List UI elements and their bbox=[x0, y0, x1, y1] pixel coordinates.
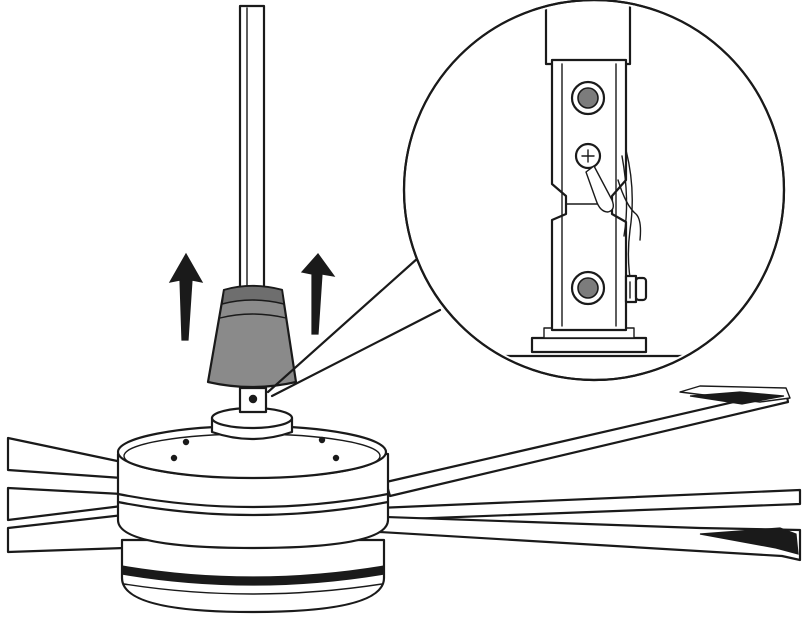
magnified-wire-bundle-1 bbox=[625, 149, 633, 291]
motor-top-screw-4 bbox=[332, 454, 340, 462]
coupling-cover-seam bbox=[219, 313, 287, 319]
up-arrow-icon bbox=[168, 252, 204, 341]
fan-blades bbox=[6, 385, 802, 562]
blade-left-back bbox=[6, 436, 124, 480]
magnified-ground-wire-lug bbox=[585, 165, 615, 213]
motor-top-screw-1 bbox=[182, 438, 190, 446]
motor-top-screw-2 bbox=[318, 436, 326, 444]
coupling-cover-top-band bbox=[221, 285, 285, 306]
motor-top-screw-3 bbox=[170, 454, 178, 462]
downrod bbox=[238, 4, 266, 292]
magnified-ground-screw-cross bbox=[581, 149, 595, 163]
up-arrow-icon bbox=[300, 253, 336, 335]
blade-right-upper bbox=[384, 388, 790, 498]
up-arrow-icon bbox=[300, 253, 336, 335]
blade-left-middle bbox=[6, 486, 124, 522]
blade-right-lower-tip-shade bbox=[699, 527, 799, 555]
blade-right-middle bbox=[376, 488, 802, 522]
magnified-base-plate bbox=[530, 336, 648, 354]
motor-band-line-upper bbox=[116, 492, 390, 509]
magnified-lower-bolt bbox=[577, 277, 599, 299]
magnified-wire-bundle-3 bbox=[617, 179, 642, 241]
downrod-pin bbox=[248, 394, 258, 404]
magnified-wire-bundle-2 bbox=[621, 155, 628, 237]
magnified-downrod bbox=[544, 3, 632, 66]
blade-right-upper-tip-shade bbox=[689, 391, 785, 405]
magnified-upper-bolt bbox=[577, 87, 599, 109]
magnified-set-screw-body bbox=[624, 274, 638, 304]
callout-pointer-lower bbox=[270, 308, 442, 398]
motor-ring-band bbox=[121, 565, 385, 586]
motor-housing bbox=[116, 406, 390, 614]
callout-pointer bbox=[266, 256, 420, 394]
motor-band-line-lower bbox=[116, 500, 390, 517]
magnified-set-screw-head bbox=[634, 276, 648, 302]
magnifier-circle-outline bbox=[402, 0, 786, 382]
motor-main-body bbox=[116, 452, 390, 550]
magnified-contents bbox=[407, 3, 781, 358]
motor-ring-line bbox=[123, 583, 383, 595]
up-arrow-icon bbox=[168, 252, 204, 341]
motor-lower-bowl bbox=[120, 538, 386, 614]
detail-callout bbox=[266, 0, 786, 398]
downrod-assembly bbox=[206, 4, 298, 414]
